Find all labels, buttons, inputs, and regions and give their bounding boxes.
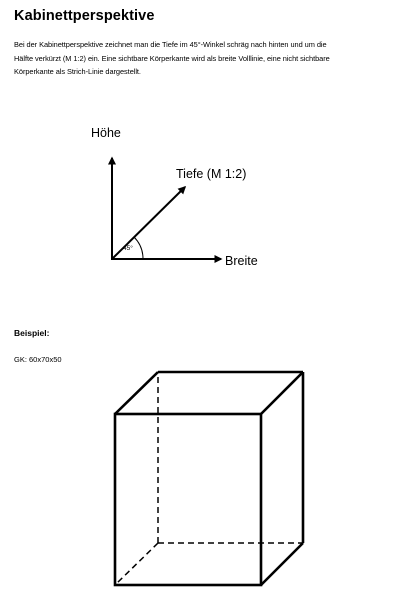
angle-arc <box>133 236 144 260</box>
angle-label: 45° <box>123 245 133 252</box>
example-heading: Beispiel: <box>14 328 50 338</box>
intro-line: Körperkante als Strich-Linie dargestellt… <box>14 67 141 76</box>
visible-edge <box>260 371 304 415</box>
intro-line: Hälfte verkürzt (M 1:2) ein. Eine sichtb… <box>14 53 330 63</box>
height-label: Höhe <box>91 126 121 140</box>
depth-axis <box>111 185 187 260</box>
page-title: Kabinettperspektive <box>14 8 155 24</box>
example-cube <box>113 370 305 587</box>
front-face <box>113 412 263 587</box>
intro-line: Bei der Kabinettperspektive zeichnet man… <box>14 40 327 49</box>
intro-paragraph: Bei der Kabinettperspektive zeichnet man… <box>14 38 400 79</box>
width-label: Breite <box>225 254 258 268</box>
hidden-edge <box>114 542 159 586</box>
example-dimensions: GK: 60x70x50 <box>14 355 62 364</box>
visible-edge <box>114 371 159 415</box>
depth-label: Tiefe (M 1:2) <box>176 167 247 181</box>
visible-edge <box>260 542 304 586</box>
